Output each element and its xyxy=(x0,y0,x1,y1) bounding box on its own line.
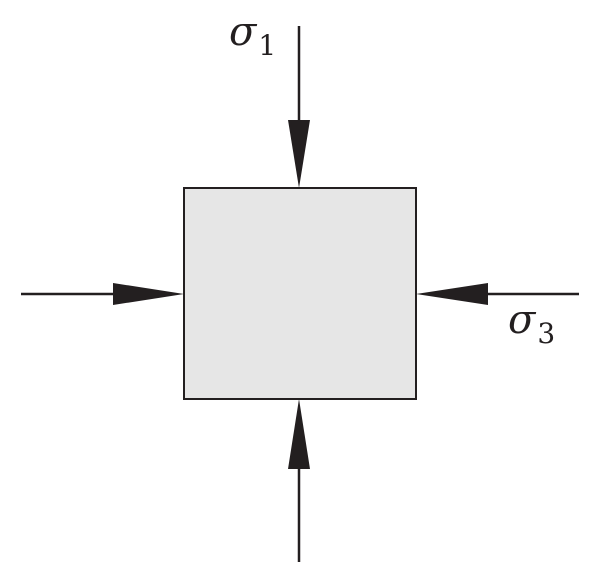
sigma1-label-subscript: 1 xyxy=(258,29,276,62)
sigma1-top-arrow xyxy=(288,26,310,188)
sigma1-top-arrowhead xyxy=(288,120,310,188)
sigma1-bottom-arrowhead xyxy=(288,399,310,469)
sigma1-label: σ1 xyxy=(229,9,276,62)
sigma3-label: σ3 xyxy=(508,297,555,350)
sigma3-left-arrow xyxy=(21,283,184,305)
sigma3-left-arrowhead xyxy=(113,283,184,305)
sigma1-label-symbol: σ xyxy=(229,9,258,55)
sigma1-bottom-arrow xyxy=(288,399,310,562)
stressed-element-block xyxy=(183,187,417,400)
sigma3-right-arrowhead xyxy=(416,283,488,305)
sigma3-label-subscript: 3 xyxy=(537,317,555,350)
sigma3-label-symbol: σ xyxy=(508,297,537,343)
sigma3-right-arrow xyxy=(416,283,579,305)
